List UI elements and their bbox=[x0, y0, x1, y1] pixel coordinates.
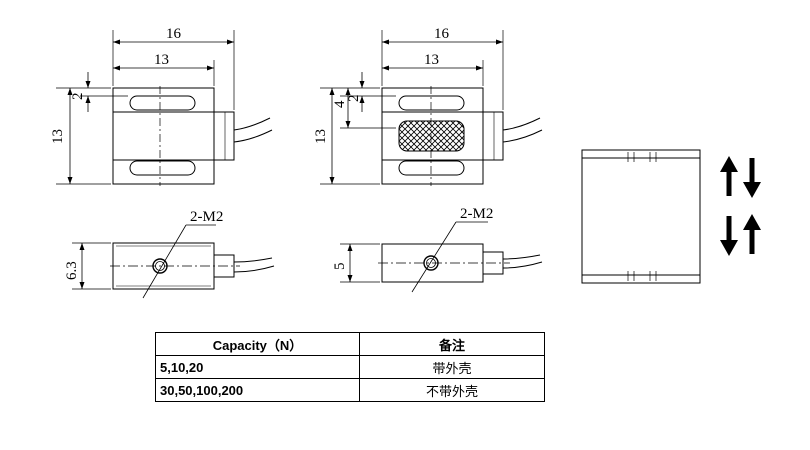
table-row: 5,10,20 带外壳 bbox=[155, 355, 545, 379]
side-view bbox=[581, 149, 701, 284]
dim-front-left-height: 13 bbox=[50, 129, 66, 144]
dim-front-right-overall-width: 16 bbox=[434, 26, 450, 42]
load-direction-arrows-icon bbox=[720, 156, 761, 256]
capacity-table: Capacity（N） 备注 5,10,20 带外壳 30,50,100,200… bbox=[155, 332, 545, 402]
dim-front-left-overall-width: 16 bbox=[166, 26, 182, 42]
front-view-left bbox=[56, 30, 273, 186]
header-note: 备注 bbox=[359, 332, 545, 356]
cell-capacity: 30,50,100,200 bbox=[155, 378, 360, 402]
bottom-view-left bbox=[72, 224, 275, 299]
thread-bottom-left: 2-M2 bbox=[190, 209, 223, 225]
cell-capacity: 5,10,20 bbox=[155, 355, 360, 379]
dim-front-right-body-width: 13 bbox=[424, 52, 439, 68]
table-header-row: Capacity（N） 备注 bbox=[155, 332, 545, 356]
dim-front-left-body-width: 13 bbox=[154, 52, 169, 68]
dim-front-right-height: 13 bbox=[313, 129, 329, 144]
dim-front-right-slot: 2 bbox=[346, 95, 362, 103]
table-row: 30,50,100,200 不带外壳 bbox=[155, 378, 545, 402]
dim-bottom-right-height: 5 bbox=[332, 263, 348, 271]
cell-note: 不带外壳 bbox=[359, 378, 545, 402]
dim-front-right-offset: 4 bbox=[332, 100, 348, 108]
dim-front-left-slot: 2 bbox=[70, 93, 86, 101]
header-capacity: Capacity（N） bbox=[155, 332, 360, 356]
front-view-right bbox=[320, 30, 543, 186]
cell-note: 带外壳 bbox=[359, 355, 545, 379]
dim-bottom-left-height: 6.3 bbox=[64, 261, 80, 280]
bottom-view-right bbox=[340, 221, 543, 293]
thread-bottom-right: 2-M2 bbox=[460, 206, 493, 222]
